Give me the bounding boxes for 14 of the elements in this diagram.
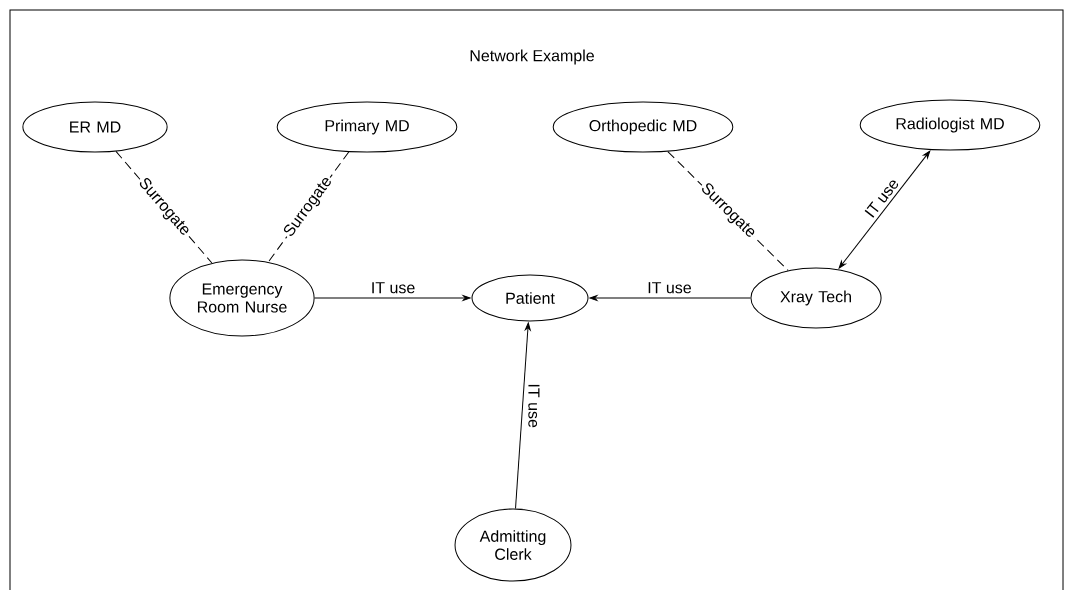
- ellipse-node: Primary MD: [276, 101, 458, 153]
- arrow: [838, 150, 931, 269]
- ellipse-node: Orthopedic MD: [552, 101, 734, 153]
- ellipse-node: Patient: [471, 274, 589, 322]
- arrow: [314, 295, 471, 301]
- ellipse-node: Admitting Clerk: [454, 508, 572, 582]
- ellipse-node: ER MD: [22, 101, 168, 153]
- ellipse-node: Emergency Room Nurse: [169, 259, 315, 337]
- edge-label: IT use: [861, 174, 902, 222]
- arrow: [589, 295, 751, 301]
- ellipse-node: Radiologist MD: [859, 99, 1041, 151]
- title: Network Example: [470, 49, 594, 65]
- ellipse-node: Xray Tech: [750, 267, 882, 329]
- arrow: [515, 322, 531, 510]
